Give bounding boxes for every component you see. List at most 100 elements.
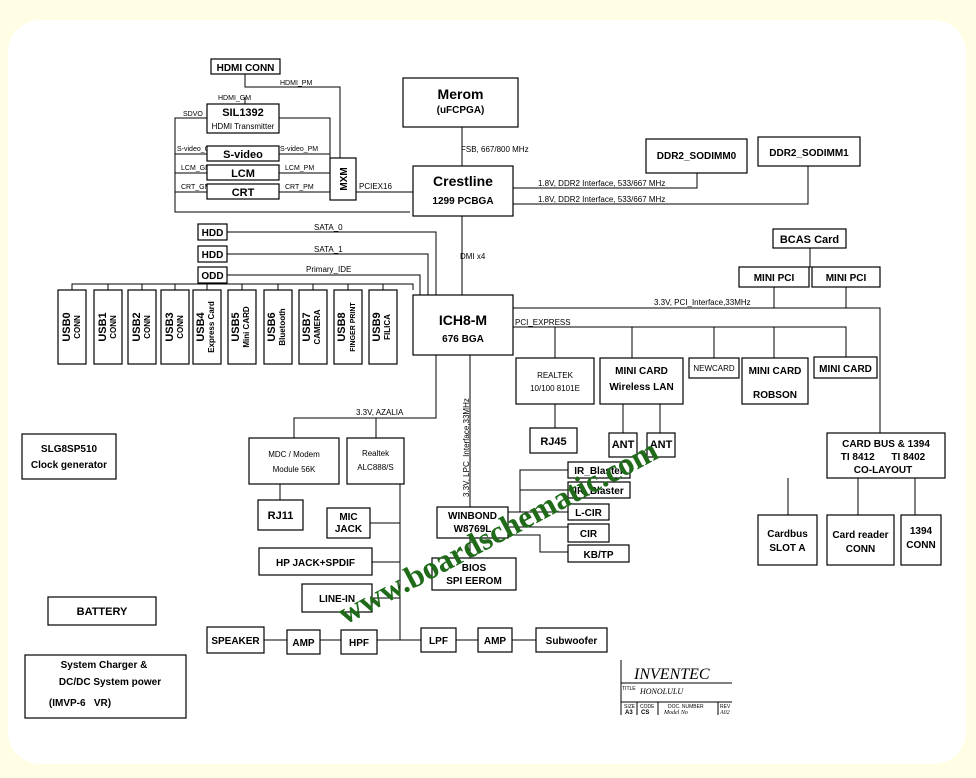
ieee1394-block: 1394 CONN [900,514,942,566]
bus-fsb: FSB, 667/800 MHz [461,145,529,154]
co-layout-label: CO-LAYOUT [854,465,913,476]
usb-block-4: USB4 Express Card [192,289,222,365]
board-title: HONOLULU [639,687,684,696]
usb-block-6: USB6 Bluetooth [263,289,293,365]
clock-generator-part: SLG8SP510 [41,444,98,455]
doc-number-value: Model No [663,710,688,716]
cardbus-slot-label: Cardbus [767,529,808,540]
usb-label-9: USB9 [371,312,383,341]
doc-number-label: DOC. NUMBER [668,704,704,710]
card-reader-block: Card reader CONN [826,514,895,566]
bcas-card-label: BCAS Card [780,234,839,246]
hdmi-transmitter-label: HDMI Transmitter [212,122,275,131]
newcard-label: NEWCARD [693,364,735,373]
rev-value: A02 [719,710,730,716]
crt-label: CRT [232,187,255,199]
ir-blaster-block-1: IR_Blaster [567,461,631,479]
usb-sub-2: CONN [143,315,152,339]
speaker-block: SPEAKER [206,626,265,654]
amp-block-2: AMP [477,627,513,653]
title-block: INVENTEC TITLE HONOLULU SIZE A3 CODE CS … [620,660,732,716]
bus-sata0: SATA_0 [314,223,343,232]
bus-primary-ide: Primary_IDE [306,265,351,274]
bus-pciex16: PCIEX16 [359,182,392,191]
signal-svideo-gm: S-video_GM [177,146,216,153]
mini-pci-block-1: MINI PCI [738,266,810,288]
antenna-block-2: ANT [646,432,676,458]
hpf-block: HPF [340,629,378,655]
mini-card-block-3: MINI CARD [813,356,878,379]
mini-card-label-3: MINI CARD [819,364,872,375]
hdd-block-2: HDD [197,245,228,263]
system-charger-block: System Charger & DC/DC System power (IMV… [24,654,187,719]
mini-card-wlan-label: MINI CARD [615,366,668,377]
subwoofer-label: Subwoofer [546,636,598,647]
bus-azalia: 3.3V, AZALIA [356,408,404,417]
hdd-block-1: HDD [197,223,228,241]
bus-labels: PCIEX16 FSB, 667/800 MHz 1.8V, DDR2 Inte… [306,145,751,497]
antenna-block-1: ANT [608,432,638,458]
cardbus-controllers-label: TI 8412 TI 8402 [841,452,926,463]
hdmi-conn-label: HDMI CONN [217,63,275,74]
wireless-lan-label: Wireless LAN [609,382,673,393]
rev-label: REV [720,704,731,710]
amp-label-2: AMP [484,636,507,647]
mini-card-wlan-block: MINI CARD Wireless LAN [599,357,684,405]
cir-block: CIR [567,523,610,543]
line-in-label: LINE-IN [319,594,355,605]
ir-blaster-label-1: IR_Blaster [574,466,624,477]
usb-block-8: USB8 FINGER PRINT [333,289,363,365]
ich8m-label: ICH8-M [439,312,487,328]
mini-card-robson-block: MINI CARD ROBSON [741,357,809,405]
usb-sub-3: CONN [176,315,185,339]
bus-ddr-a: 1.8V, DDR2 Interface, 533/667 MHz [538,179,665,188]
ieee1394-label: 1394 [910,526,933,537]
mic-label: MIC [339,512,357,523]
cardbus-slot-block: Cardbus SLOT A [757,514,818,566]
audio-codec-block: Realtek ALC888/S [346,437,405,485]
cir-label: CIR [580,529,598,540]
winbond-label: WINBOND [448,511,497,522]
usb-block-2: USB2 CONN [127,289,157,365]
bios-block: BIOS SPI EEROM [431,557,517,591]
spi-eeprom-label: SPI EEROM [446,576,502,587]
signal-lcm-gm: LCM_GM [181,165,211,172]
clock-generator-block: SLG8SP510 Clock generator [21,433,117,480]
usb-sub-8: FINGER PRINT [350,302,357,352]
usb-label-8: USB8 [336,312,348,341]
winbond-model-label: W8769L [454,524,492,535]
subwoofer-block: Subwoofer [535,627,608,653]
svideo-label: S-video [223,149,263,161]
realtek-lan-block: REALTEK 10/100 8101E [515,357,595,405]
mic-jack-label: JACK [335,524,363,535]
sil1392-block: SIL1392 HDMI Transmitter [206,103,280,134]
l-cir-label: L-CIR [575,508,602,519]
ir-blaster-block-2: IR_Blaster [567,481,631,499]
amp-block-1: AMP [286,629,321,655]
usb-label-3: USB3 [164,312,176,341]
crestline-package-label: 1299 PCBGA [432,196,493,207]
merom-block: Merom (uFCPGA) [402,77,519,128]
line-in-block: LINE-IN [301,583,373,613]
lcm-block: LCM [206,164,280,181]
dcdc-power-label: DC/DC System power [59,677,161,688]
signal-hdmi-gm: HDMI_GM [218,95,251,102]
clock-generator-label: Clock generator [31,460,107,471]
modem-module-label: Module 56K [273,465,316,474]
lpf-label: LPF [429,636,448,647]
signal-sdvo: SDVO [183,111,203,118]
svideo-block: S-video [206,145,280,162]
code-label: CODE [640,704,655,710]
bcas-card-block: BCAS Card [772,228,847,249]
hdd-label-2: HDD [202,250,224,261]
rj45-label: RJ45 [540,436,566,448]
usb-label-7: USB7 [301,312,313,341]
cardbus-1394-label: CARD BUS & 1394 [842,439,930,450]
ddr2-sodimm0-label: DDR2_SODIMM0 [657,151,737,162]
usb-block-7: USB7 CAMERA [298,289,328,365]
usb-block-3: USB3 CONN [160,289,190,365]
usb-label-2: USB2 [131,312,143,341]
ieee1394-conn-label: CONN [906,540,935,551]
newcard-block: NEWCARD [688,357,740,379]
